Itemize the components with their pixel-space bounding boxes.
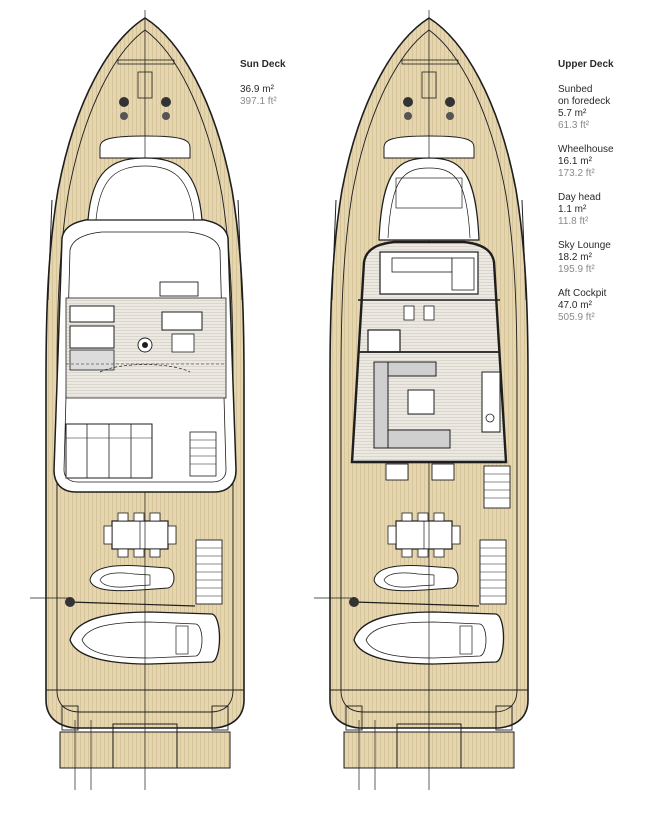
upper-deck-legend: Upper Deck Sunbed on foredeck 5.7 m² 61.…: [558, 59, 614, 336]
area-wheelhouse: Wheelhouse 16.1 m² 173.2 ft²: [558, 144, 614, 180]
area-name: Day head: [558, 192, 601, 203]
upper-deck-title: Upper Deck: [558, 59, 614, 70]
area-sky-lounge: Sky Lounge 18.2 m² 195.9 ft²: [558, 240, 614, 276]
area-sqft: 61.3 ft²: [558, 120, 590, 131]
area-name: Aft Cockpit: [558, 288, 607, 299]
area-name-line2: on foredeck: [558, 96, 611, 107]
area-sqft: 195.9 ft²: [558, 264, 595, 275]
area-name: Wheelhouse: [558, 144, 614, 155]
area-sqft: 173.2 ft²: [558, 168, 595, 179]
area-sqm: 5.7 m²: [558, 108, 587, 119]
sun-deck-plan: [29, 9, 245, 791]
area-name: Sky Lounge: [558, 240, 611, 251]
area-sqm: 18.2 m²: [558, 252, 592, 263]
area-aft-cockpit: Aft Cockpit 47.0 m² 505.9 ft²: [558, 288, 614, 324]
area-sqft: 505.9 ft²: [558, 312, 595, 323]
area-sqm: 16.1 m²: [558, 156, 592, 167]
sun-deck-area-sqft: 397.1 ft²: [240, 96, 277, 107]
area-sqm: 1.1 m²: [558, 204, 587, 215]
upper-deck-plan: [313, 9, 529, 791]
area-day-head: Day head 1.1 m² 11.8 ft²: [558, 192, 614, 228]
area-sunbed: Sunbed on foredeck 5.7 m² 61.3 ft²: [558, 84, 614, 132]
area-sqm: 47.0 m²: [558, 300, 592, 311]
area-name: Sunbed: [558, 84, 593, 95]
sun-deck-area-sqm: 36.9 m²: [240, 84, 274, 95]
area-sqft: 11.8 ft²: [558, 216, 589, 227]
sun-deck-legend: Sun Deck 36.9 m² 397.1 ft²: [240, 59, 286, 108]
sun-deck-title: Sun Deck: [240, 59, 286, 70]
